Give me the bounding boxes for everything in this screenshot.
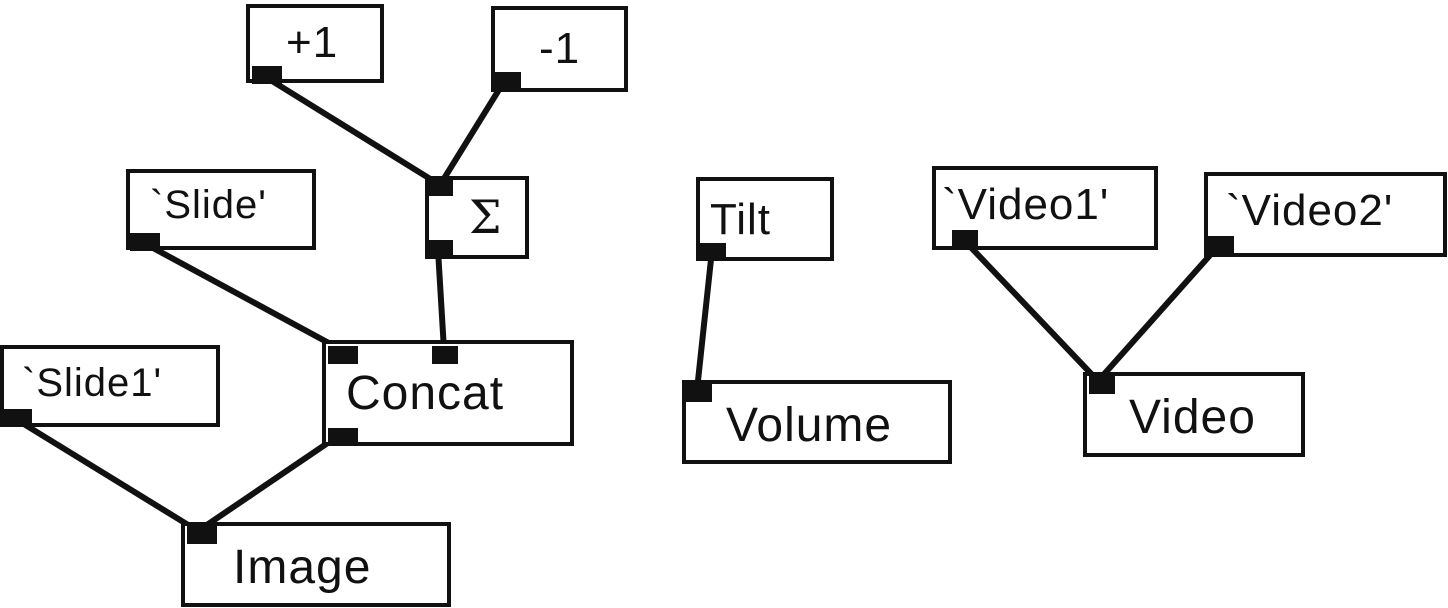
outlet-port[interactable] — [2, 409, 32, 427]
node-volume[interactable]: Volume — [682, 380, 952, 464]
outlet-port[interactable] — [252, 66, 282, 84]
inlet-port[interactable] — [187, 526, 217, 544]
inlet-port[interactable] — [686, 384, 712, 402]
node-label: Tilt — [710, 195, 772, 244]
edge-video2-to-video — [1095, 241, 1223, 384]
node-label: -1 — [539, 24, 581, 73]
inlet-port[interactable] — [427, 178, 453, 196]
inlet-port-left[interactable] — [328, 346, 358, 364]
node-sigma[interactable]: Σ — [425, 176, 529, 259]
node-label: Σ — [469, 190, 503, 244]
node-image[interactable]: Image — [181, 522, 451, 607]
outlet-port[interactable] — [495, 72, 521, 90]
node-video1[interactable]: `Video1' — [932, 166, 1158, 250]
node-label: Video — [1129, 391, 1256, 444]
node-label: `Slide1' — [22, 361, 163, 405]
outlet-port[interactable] — [1208, 236, 1234, 254]
inlet-port-right[interactable] — [432, 346, 458, 364]
node-minus-one[interactable]: -1 — [491, 6, 628, 92]
edge-slide1-to-image — [11, 415, 201, 534]
node-label: `Video1' — [942, 180, 1110, 229]
node-label: `Video2' — [1226, 186, 1394, 235]
outlet-port[interactable] — [700, 243, 726, 261]
node-label: +1 — [286, 18, 339, 67]
edge-tilt-to-volume — [694, 247, 715, 393]
edge-slide-to-concat — [139, 239, 341, 351]
node-plus-one[interactable]: +1 — [246, 4, 384, 84]
outlet-port[interactable] — [328, 428, 358, 446]
node-concat[interactable]: Concat — [322, 340, 574, 446]
edge-plus-one-to-sigma — [261, 73, 443, 188]
node-slide[interactable]: `Slide' — [126, 169, 316, 251]
outlet-port[interactable] — [130, 233, 160, 251]
node-label: Concat — [346, 367, 505, 420]
node-label: `Slide' — [150, 183, 267, 227]
edge-concat-to-image — [195, 433, 341, 534]
node-video[interactable]: Video — [1083, 372, 1305, 457]
node-video2[interactable]: `Video2' — [1204, 172, 1447, 257]
node-label: Image — [233, 541, 372, 594]
edge-minus-one-to-sigma — [437, 77, 508, 188]
edge-video1-to-video — [959, 235, 1101, 384]
node-label: Volume — [726, 399, 893, 452]
outlet-port[interactable] — [952, 230, 978, 248]
inlet-port[interactable] — [1089, 376, 1115, 394]
edge-sigma-to-concat — [435, 247, 447, 353]
node-tilt[interactable]: Tilt — [696, 177, 834, 261]
outlet-port[interactable] — [427, 240, 453, 258]
node-slide1[interactable]: `Slide1' — [0, 345, 220, 427]
